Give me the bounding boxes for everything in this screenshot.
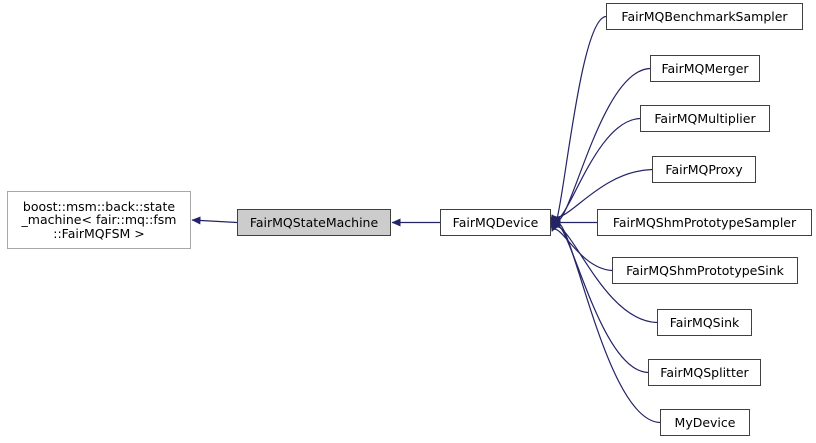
node-derived-5-label: FairMQShmPrototypeSink [626,262,784,278]
node-base-state-machine-label: boost::msm::back::state _machine< fair::… [21,198,177,241]
node-fairmq-state-machine-label: FairMQStateMachine [249,214,379,230]
inheritance-edge [550,221,649,374]
node-fairmq-device[interactable]: FairMQDevice [440,209,551,236]
node-derived-4[interactable]: FairMQShmPrototypeSampler [597,209,812,236]
node-derived-2[interactable]: FairMQMultiplier [640,105,770,132]
inheritance-edge [550,67,651,225]
node-derived-6[interactable]: FairMQSink [657,309,752,336]
node-derived-1-label: FairMQMerger [661,60,749,76]
node-derived-8-label: MyDevice [674,414,736,430]
node-derived-0-label: FairMQBenchmarkSampler [621,8,788,24]
node-derived-7-label: FairMQSplitter [660,364,749,380]
node-derived-1[interactable]: FairMQMerger [650,55,760,82]
node-fairmq-state-machine[interactable]: FairMQStateMachine [237,209,391,236]
inheritance-edge [550,221,661,424]
node-derived-5[interactable]: FairMQShmPrototypeSink [612,257,798,284]
node-derived-6-label: FairMQSink [669,314,740,330]
node-derived-3[interactable]: FairMQProxy [652,156,756,183]
node-derived-0[interactable]: FairMQBenchmarkSampler [606,3,803,30]
node-derived-2-label: FairMQMultiplier [654,110,756,126]
inheritance-edge [551,117,641,225]
inheritance-edge [548,15,607,225]
node-derived-7[interactable]: FairMQSplitter [648,359,761,386]
inheritance-edge [191,216,238,225]
node-derived-8[interactable]: MyDevice [660,409,750,436]
node-derived-3-label: FairMQProxy [665,161,743,177]
node-derived-4-label: FairMQShmPrototypeSampler [612,214,797,230]
node-fairmq-device-label: FairMQDevice [452,214,539,230]
node-base-state-machine[interactable]: boost::msm::back::state _machine< fair::… [7,191,191,249]
